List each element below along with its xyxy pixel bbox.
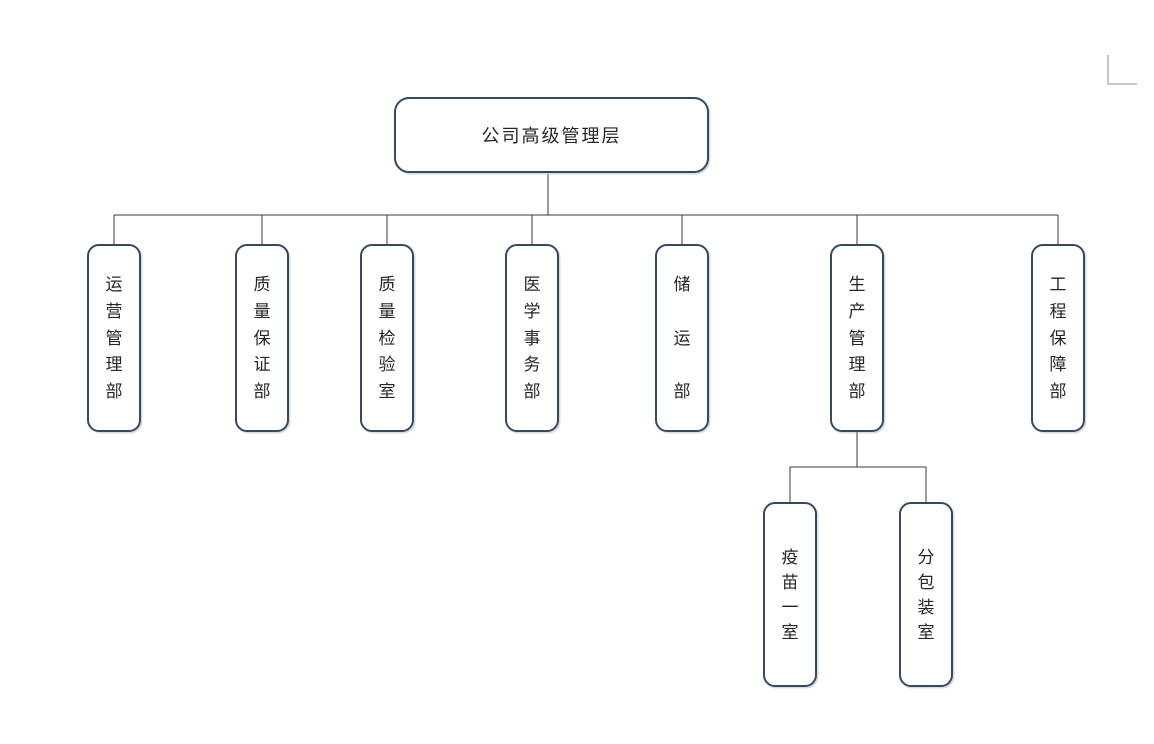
label-char: 运: [105, 275, 123, 294]
label-char: 证: [253, 355, 271, 375]
org-box-label: 质量保证部: [254, 276, 271, 400]
org-box-senior-management[interactable]: 公司高级管理层: [394, 97, 709, 173]
org-box-label: 储运部: [674, 276, 691, 400]
org-box-label: 疫苗一室: [782, 549, 799, 641]
label-char: 保: [253, 328, 271, 348]
label-char: 疫: [781, 547, 799, 567]
label-char: 验: [378, 355, 396, 375]
label-char: 分: [917, 547, 935, 567]
org-box-operations-management-dept[interactable]: 运营管理部: [87, 244, 141, 432]
org-box-label: 医学事务部: [524, 276, 541, 400]
label-char: 室: [917, 622, 935, 642]
org-box-engineering-support-dept[interactable]: 工程保障部: [1031, 244, 1085, 432]
label-char: 一: [781, 597, 799, 617]
label-char: 部: [253, 382, 271, 401]
org-box-storage-transport-dept[interactable]: 储运部: [655, 244, 709, 432]
org-box-label: 公司高级管理层: [481, 126, 622, 146]
label-char: 部: [673, 382, 691, 401]
label-char: 理: [848, 355, 866, 375]
label-char: 量: [378, 301, 396, 321]
org-box-subpackaging-room[interactable]: 分包装室: [899, 502, 953, 687]
label-char: 管: [848, 328, 866, 348]
label-char: 务: [523, 355, 541, 375]
org-box-label: 分包装室: [918, 549, 935, 641]
label-char: 理: [105, 355, 123, 375]
org-box-quality-inspection-room[interactable]: 质量检验室: [360, 244, 414, 432]
label-char: 管: [105, 328, 123, 348]
label-char: 事: [523, 328, 541, 348]
label-char: 检: [378, 328, 396, 348]
label-char: 医: [523, 275, 541, 294]
label-char: 保: [1049, 328, 1067, 348]
org-box-label: 生产管理部: [849, 276, 866, 400]
label-char: 运: [673, 328, 691, 348]
label-char: 工: [1049, 275, 1067, 294]
label-char: 量: [253, 301, 271, 321]
org-box-vaccine-room-1[interactable]: 疫苗一室: [763, 502, 817, 687]
org-box-label: 质量检验室: [379, 276, 396, 400]
label-char: 部: [1049, 382, 1067, 401]
label-char: 部: [848, 382, 866, 401]
label-char: 室: [781, 622, 799, 642]
label-char: 质: [378, 275, 396, 294]
label-char: 储: [673, 275, 691, 294]
org-box-production-management-dept[interactable]: 生产管理部: [830, 244, 884, 432]
label-char: 质: [253, 275, 271, 294]
label-char: 苗: [781, 572, 799, 592]
label-char: 装: [917, 597, 935, 617]
label-char: 生: [848, 275, 866, 294]
label-char: 程: [1049, 301, 1067, 321]
org-box-label: 运营管理部: [106, 276, 123, 400]
label-char: 障: [1049, 355, 1067, 375]
org-box-medical-affairs-dept[interactable]: 医学事务部: [505, 244, 559, 432]
label-char: 部: [105, 382, 123, 401]
label-char: 产: [848, 301, 866, 321]
label-char: 部: [523, 382, 541, 401]
page-margin-corner-mark: [1107, 55, 1137, 85]
org-box-label: 工程保障部: [1050, 276, 1067, 400]
label-char: 学: [523, 301, 541, 321]
org-box-quality-assurance-dept[interactable]: 质量保证部: [235, 244, 289, 432]
label-char: 营: [105, 301, 123, 321]
label-char: 室: [378, 382, 396, 401]
label-char: 包: [917, 572, 935, 592]
